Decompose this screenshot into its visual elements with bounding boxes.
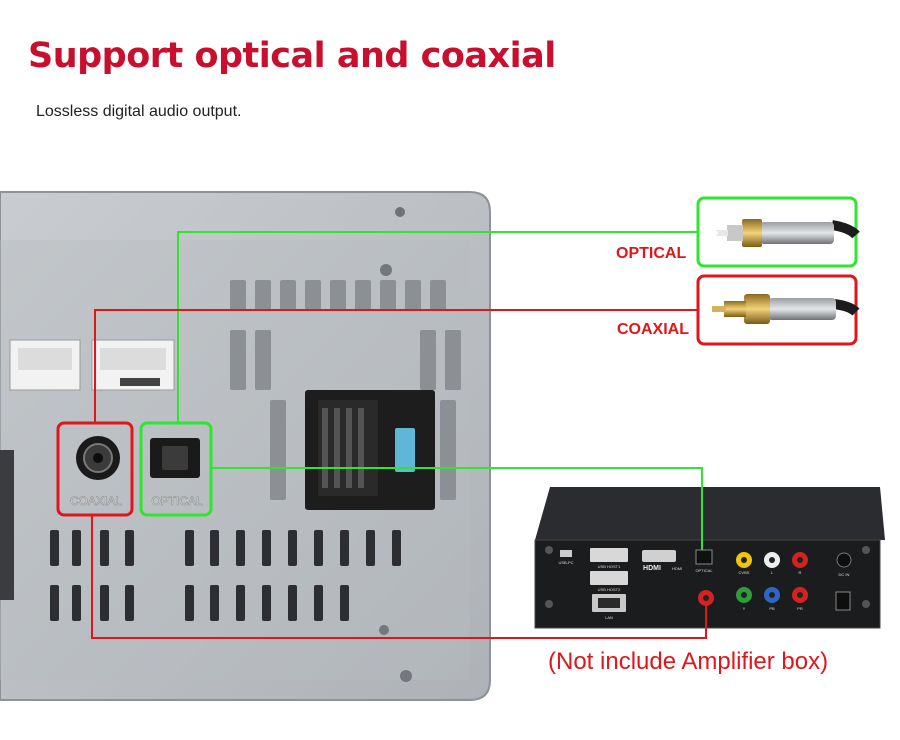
rca-jacks: CVBS L R Y PB PR <box>698 552 808 611</box>
optical-cable-label: OPTICAL <box>616 245 687 262</box>
power-connector <box>305 390 435 510</box>
hdmi-port: HDMI HDMI <box>642 550 682 572</box>
rca-plug-icon <box>712 294 860 324</box>
screw-icon <box>862 546 870 554</box>
screw-icon <box>545 600 553 608</box>
page-title: Support optical and coaxial <box>28 36 556 76</box>
usb-host2-label: USB HOST2 <box>598 587 621 592</box>
hdmi-label: HDMI <box>672 566 682 571</box>
screw-icon <box>380 264 392 276</box>
amplifier-box: USB-PC USB HOST1 USB HOST2 LAN HDMI HDMI… <box>534 487 885 629</box>
coaxial-port-label: COAXIAL <box>70 494 122 508</box>
y-label: Y <box>743 606 746 611</box>
r-label: R <box>799 570 802 575</box>
screw-icon <box>862 600 870 608</box>
page-subtitle: Lossless digital audio output. <box>36 103 242 120</box>
wiring-connector <box>9 339 175 391</box>
screw-icon <box>395 207 405 217</box>
pr-label: PR <box>797 606 803 611</box>
vent-slots <box>0 450 401 621</box>
coaxial-connection-line <box>91 309 707 639</box>
coaxial-port: COAXIAL <box>70 436 123 508</box>
optical-port-label: OPTICAL <box>151 494 203 508</box>
dc-in-label: DC IN <box>839 572 850 577</box>
screw-icon <box>379 625 389 635</box>
lan-label: LAN <box>605 615 613 620</box>
hdmi-logo: HDMI <box>643 565 661 572</box>
head-unit-back: COAXIAL OPTICAL <box>0 191 491 701</box>
heatsink <box>230 280 461 500</box>
dc-in-port: DC IN <box>835 552 852 611</box>
usb-pc-port: USB-PC <box>558 550 574 565</box>
coaxial-cable-label: COAXIAL <box>617 321 689 338</box>
cvbs-label: CVBS <box>739 570 750 575</box>
lan-port: LAN <box>592 594 626 620</box>
screw-icon <box>545 546 553 554</box>
usb-host-ports: USB HOST1 USB HOST2 <box>590 548 628 592</box>
optical-connection-line <box>177 231 703 550</box>
screw-icon <box>400 670 412 682</box>
pb-label: PB <box>769 606 775 611</box>
amplifier-disclaimer: (Not include Amplifier box) <box>548 648 829 675</box>
amplifier-optical-port: OPTICAL <box>695 549 713 573</box>
optical-port: OPTICAL <box>150 438 203 508</box>
usb-pc-label: USB-PC <box>558 560 573 565</box>
optical-plug-icon <box>714 219 860 247</box>
usb-host1-label: USB HOST1 <box>598 564 621 569</box>
l-label: L <box>771 570 774 575</box>
amplifier-optical-label: OPTICAL <box>695 568 713 573</box>
